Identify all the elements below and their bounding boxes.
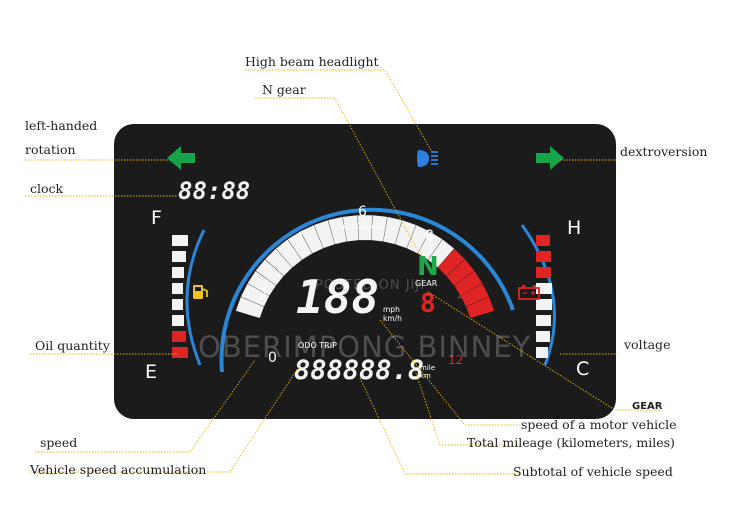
temp-cold-label: C	[576, 358, 589, 380]
tick-label-4: 4	[295, 230, 304, 246]
tach-segment	[446, 259, 475, 286]
speed-unit-kmh: km/h	[383, 314, 402, 323]
odo-trip-label: ODO TRIP	[298, 341, 337, 350]
tick-label-2: 2	[259, 286, 268, 302]
gauge-segment	[536, 347, 548, 358]
tick-label-0: 0	[268, 350, 277, 366]
speed-display: 188	[296, 270, 379, 324]
fuel-empty-label: E	[145, 361, 157, 383]
gear-digit: 8	[420, 289, 436, 319]
tach-segment	[437, 248, 465, 276]
label-motor-speed: speed of a motor vehicle	[521, 417, 677, 432]
tach-segment	[371, 215, 388, 242]
tick-label-12: 12	[448, 353, 463, 367]
gauge-segment	[536, 299, 552, 310]
tach-segment	[406, 225, 430, 254]
tach-unit-label: x1000r/min	[341, 222, 386, 231]
tick-label-6: 6	[358, 204, 367, 220]
tach-segment	[328, 216, 347, 245]
tach-segment	[357, 215, 373, 241]
gauge-segment	[172, 331, 186, 342]
gauge-segment	[172, 251, 186, 262]
label-high-beam: High beam headlight	[245, 54, 379, 69]
tach-segment	[235, 297, 264, 319]
gauge-segment	[536, 235, 550, 246]
tach-segment	[395, 220, 416, 249]
temp-gauge-segments	[536, 235, 552, 358]
gauge-segment	[172, 347, 188, 358]
tach-segment	[454, 270, 483, 296]
label-speed-accum: Vehicle speed accumulation	[30, 462, 207, 477]
gauge-segment	[172, 267, 184, 278]
tick-label-10: 10	[456, 287, 471, 301]
tach-segment	[383, 216, 402, 245]
tachometer-segments	[235, 215, 495, 319]
tach-segment	[240, 283, 270, 307]
temp-hot-label: H	[567, 217, 581, 239]
label-left-turn-1: left-handed	[25, 118, 98, 133]
fuel-gauge-arc	[185, 229, 206, 366]
fuel-pump-icon	[193, 285, 208, 299]
gauge-segment	[172, 299, 183, 310]
tachometer-outer-arc	[219, 207, 515, 373]
gear-neutral-indicator: N	[417, 252, 439, 282]
odo-unit-mile: mile	[420, 364, 435, 372]
gear-label: GEAR	[415, 279, 438, 288]
tick-label-8: 8	[425, 228, 434, 244]
tach-segment	[265, 248, 293, 276]
gauge-segment	[536, 251, 551, 262]
tach-segment	[300, 225, 324, 254]
tach-segment	[275, 239, 302, 268]
gauge-segment	[172, 283, 183, 294]
label-oil: Oil quantity	[35, 338, 110, 353]
tach-segment	[247, 270, 276, 296]
tach-segment	[417, 231, 443, 260]
gauge-segment	[536, 267, 551, 278]
callout-leader-lines	[25, 69, 660, 475]
gauge-segment	[172, 315, 184, 326]
label-gear: GEAR	[632, 401, 663, 412]
tach-segment	[428, 239, 455, 268]
fuel-gauge-segments	[172, 235, 188, 358]
tach-segment	[466, 297, 495, 319]
tach-segment	[287, 231, 313, 260]
clock-display: 88:88	[178, 177, 250, 205]
left-turn-arrow-icon	[167, 146, 195, 170]
label-voltage: voltage	[624, 337, 671, 352]
high-beam-icon	[417, 150, 438, 167]
gauge-segment	[536, 331, 550, 342]
battery-icon	[518, 285, 540, 300]
label-clock: clock	[30, 181, 64, 196]
label-right-turn: dextroversion	[620, 144, 708, 159]
tach-segment	[255, 259, 284, 286]
tach-segment	[460, 283, 490, 307]
odometer-display: 888888.8	[294, 355, 424, 386]
label-left-turn-2: rotation	[25, 142, 76, 157]
label-n-gear: N gear	[262, 82, 306, 97]
right-turn-arrow-icon	[536, 146, 564, 170]
gauge-segment	[172, 235, 188, 246]
label-speed: speed	[40, 435, 78, 450]
label-subtotal: Subtotal of vehicle speed	[513, 464, 673, 479]
gauge-segment	[536, 315, 551, 326]
gauge-segment	[536, 283, 552, 294]
dashboard-panel	[114, 124, 616, 419]
label-total-mileage: Total mileage (kilometers, miles)	[467, 435, 675, 450]
speed-unit-mph: mph	[383, 305, 400, 314]
tach-segment	[314, 220, 335, 249]
temp-gauge-arc	[520, 224, 556, 366]
tach-segment	[342, 215, 359, 242]
fuel-full-label: F	[151, 207, 162, 229]
